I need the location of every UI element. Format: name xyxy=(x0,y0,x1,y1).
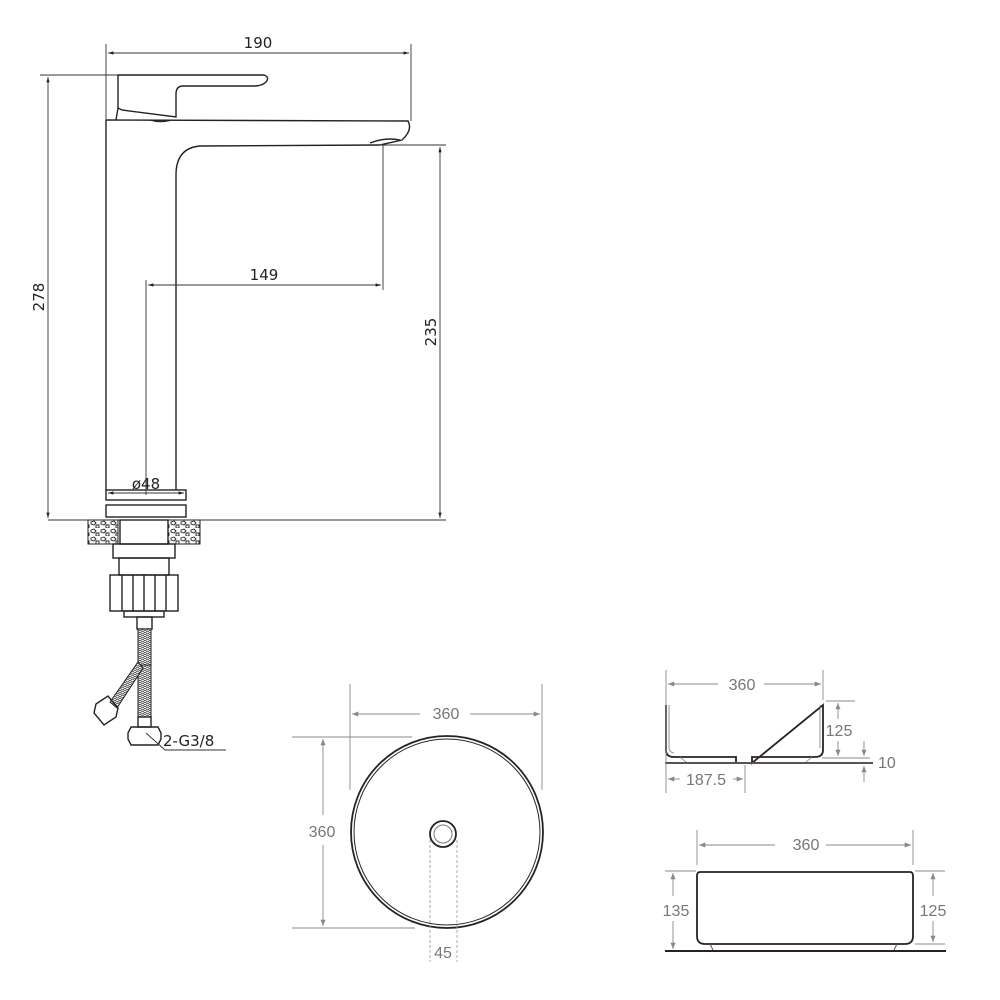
drain-label: 45 xyxy=(434,945,452,962)
width-label: 190 xyxy=(244,34,273,52)
countertop-hatch-left xyxy=(87,519,119,545)
shank xyxy=(119,519,169,545)
faucet-elevation: 190 278 235 149 ø48 2-G3/8 xyxy=(30,34,446,751)
spout xyxy=(105,119,411,490)
connection-label: 2-G3/8 xyxy=(163,732,214,750)
drain-inner xyxy=(433,824,453,844)
bowl-section-outline xyxy=(665,703,824,765)
spout-height-label: 235 xyxy=(422,318,440,347)
drain-outer xyxy=(429,820,457,848)
section-height-label: 125 xyxy=(826,723,853,740)
foot-height-label: 10 xyxy=(878,755,896,772)
braided-hose-3 xyxy=(109,661,144,709)
total-height-label: 135 xyxy=(663,903,690,920)
hose-fitting xyxy=(136,616,153,630)
bowl-top-view: 45 360 360 xyxy=(292,684,544,962)
bowl-rim-outer xyxy=(350,735,544,929)
side-width-label: 360 xyxy=(793,837,820,854)
countertop-hatch-right xyxy=(167,519,201,545)
bowl-section-view: 360 125 10 187.5 xyxy=(665,670,896,793)
bowl-side-outline xyxy=(696,871,914,945)
hex-nut-left xyxy=(93,695,119,726)
drain-offset-label: 187.5 xyxy=(686,772,726,789)
connection-leader xyxy=(145,732,226,751)
diameter-label: ø48 xyxy=(132,475,160,493)
bowl-side-view: 360 135 125 xyxy=(663,830,947,952)
height-label: 278 xyxy=(30,283,48,312)
reach-label: 149 xyxy=(250,266,279,284)
bowl-rim-inner xyxy=(353,738,541,926)
top-width-label: 360 xyxy=(433,706,460,723)
top-depth-label: 360 xyxy=(309,824,336,841)
hex-nut-right xyxy=(127,726,162,746)
section-width-label: 360 xyxy=(729,677,756,694)
side-height-label: 125 xyxy=(920,903,947,920)
lever-handle xyxy=(117,74,269,118)
